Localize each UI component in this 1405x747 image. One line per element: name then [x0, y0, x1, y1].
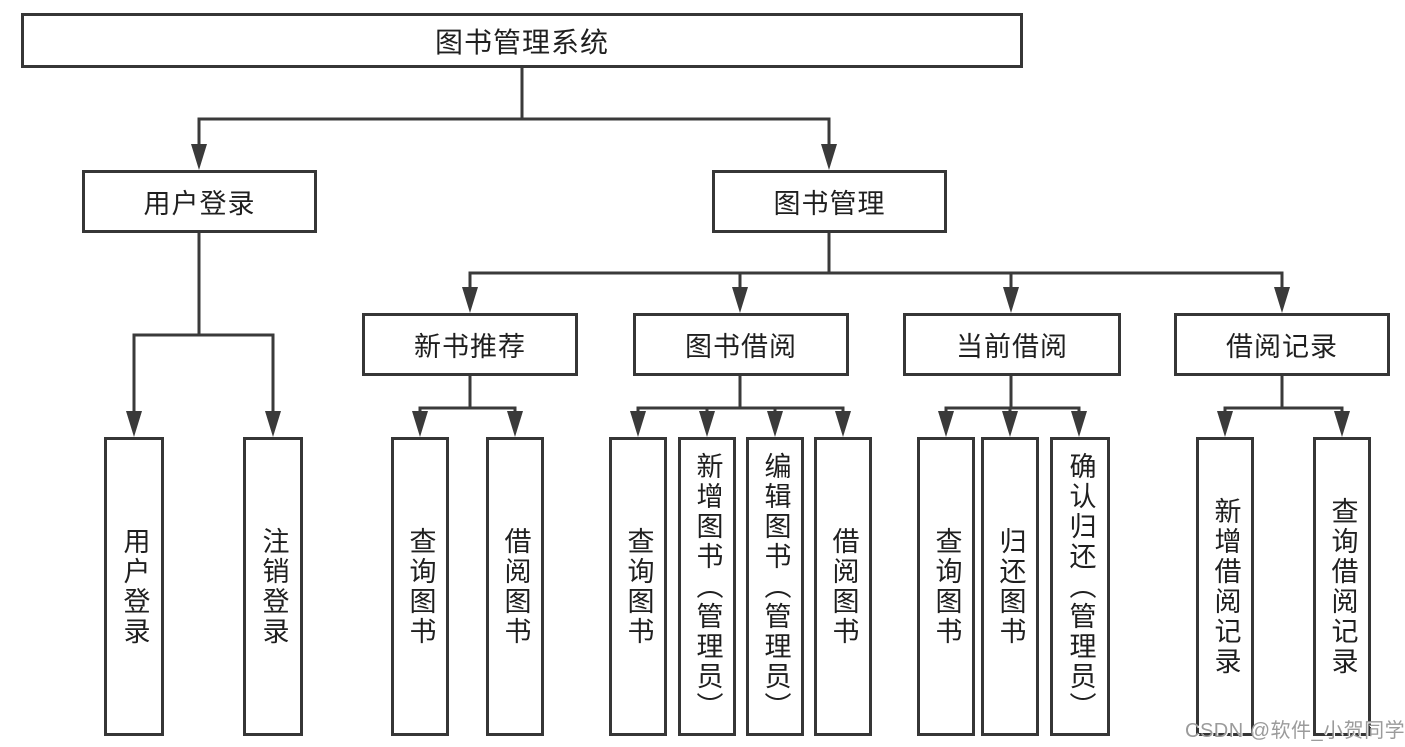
leaf-logout-login: 注销登录 [243, 437, 303, 736]
node-book-management-system: 图书管理系统 [21, 13, 1023, 68]
node-label: 查询图书 [931, 526, 962, 647]
leaf-user-login: 用户登录 [104, 437, 164, 736]
leaf-recommend-borrow-books: 借阅图书 [486, 437, 544, 736]
node-label: 借阅记录 [1226, 332, 1338, 362]
node-label: 注销登录 [258, 526, 289, 647]
connector-paths [132, 68, 1344, 413]
node-label: 用户登录 [119, 526, 150, 647]
node-user-login: 用户登录 [82, 170, 317, 233]
leaf-current-confirm-return-admin: 确认归还（管理员） [1050, 437, 1110, 736]
node-label: 新书推荐 [414, 332, 526, 362]
leaf-borrowing-borrow-books: 借阅图书 [814, 437, 872, 736]
node-book-borrowing: 图书借阅 [633, 313, 849, 376]
node-label: 图书管理 [773, 189, 886, 219]
leaf-records-add-borrow-record: 新增借阅记录 [1196, 437, 1254, 736]
node-label: 借阅图书 [828, 526, 859, 647]
node-label: 图书管理系统 [434, 26, 609, 58]
node-label: 新增图书（管理员） [692, 451, 723, 722]
leaf-current-query-books: 查询图书 [917, 437, 975, 736]
node-label: 查询借阅记录 [1327, 496, 1358, 677]
leaf-records-query-borrow-record: 查询借阅记录 [1313, 437, 1371, 736]
node-book-management: 图书管理 [712, 170, 947, 233]
node-label: 新增借阅记录 [1210, 496, 1241, 677]
node-borrowing-records: 借阅记录 [1174, 313, 1390, 376]
node-label: 查询图书 [405, 526, 436, 647]
node-label: 确认归还（管理员） [1065, 451, 1096, 722]
leaf-recommend-query-books: 查询图书 [391, 437, 449, 736]
leaf-current-return-books: 归还图书 [981, 437, 1039, 736]
leaf-borrowing-edit-books-admin: 编辑图书（管理员） [746, 437, 804, 736]
node-label: 查询图书 [623, 526, 654, 647]
node-new-book-recommendation: 新书推荐 [362, 313, 578, 376]
watermark: CSDN @软件_小贺同学 [1185, 720, 1405, 742]
node-label: 图书借阅 [685, 332, 797, 362]
leaf-borrowing-query-books: 查询图书 [609, 437, 667, 736]
node-label: 当前借阅 [956, 332, 1068, 362]
node-label: 编辑图书（管理员） [760, 451, 791, 722]
node-label: 用户登录 [143, 189, 256, 219]
node-current-borrowing: 当前借阅 [903, 313, 1121, 376]
node-label: 借阅图书 [500, 526, 531, 647]
leaf-borrowing-add-books-admin: 新增图书（管理员） [678, 437, 736, 736]
arrowhead-icons [126, 144, 1350, 437]
node-label: 归还图书 [995, 526, 1026, 647]
